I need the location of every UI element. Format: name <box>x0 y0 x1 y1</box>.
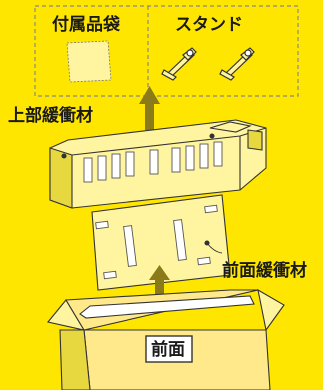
stand-label: スタンド <box>175 15 243 35</box>
accessory-area <box>34 5 299 97</box>
up-arrow-icon <box>149 265 170 300</box>
top-cushion <box>49 119 267 209</box>
accessory-bag-icon <box>66 40 112 83</box>
up-arrow-icon <box>139 86 160 130</box>
top-cushion-label: 上部緩衝材 <box>8 105 93 126</box>
front-cushion-label: 前面緩衝材 <box>222 260 307 281</box>
front-cushion <box>91 194 231 291</box>
cardboard-box <box>47 288 285 390</box>
box-front-label: 前面 <box>151 339 185 360</box>
stand-icon <box>219 47 255 81</box>
accessory-bag-label: 付属品袋 <box>52 14 121 35</box>
stand-icon <box>161 47 197 81</box>
